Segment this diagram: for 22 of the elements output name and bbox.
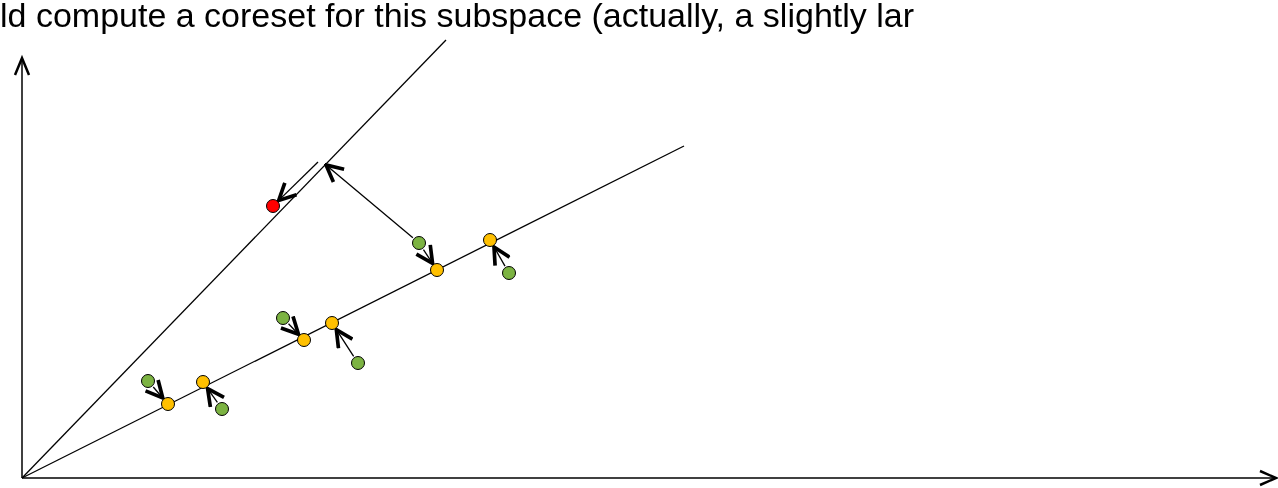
- data-point: [325, 316, 339, 330]
- data-point: [502, 266, 516, 280]
- data-point: [215, 402, 229, 416]
- arrow: [414, 243, 435, 266]
- arrow: [279, 314, 301, 337]
- data-point: [351, 356, 365, 370]
- data-point: [266, 199, 280, 213]
- arrow: [492, 245, 512, 268]
- data-point: [141, 374, 155, 388]
- data-point: [196, 375, 210, 389]
- data-point: [297, 333, 311, 347]
- data-point: [430, 263, 444, 277]
- arrow: [334, 327, 355, 357]
- data-point: [483, 233, 497, 247]
- arrow: [143, 378, 165, 400]
- arrow: [276, 161, 319, 203]
- data-point: [161, 397, 175, 411]
- data-point: [412, 236, 426, 250]
- arrow: [205, 386, 226, 409]
- slide-text: ld compute a coreset for this subspace (actually, a slightly lar: [0, 0, 914, 34]
- arrow: [324, 163, 414, 239]
- data-point: [276, 311, 290, 325]
